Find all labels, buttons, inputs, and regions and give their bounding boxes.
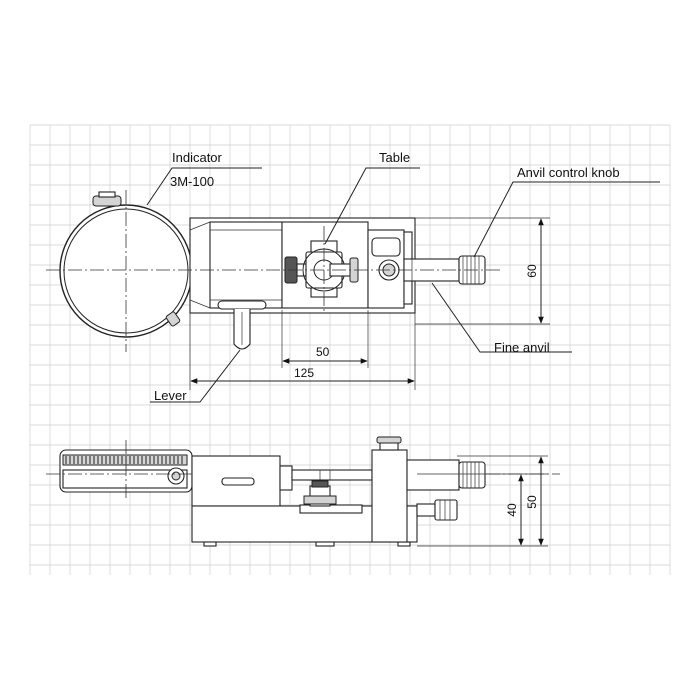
grid-background bbox=[29, 124, 671, 575]
label-anvil-control-knob: Anvil control knob bbox=[517, 165, 620, 180]
label-indicator: Indicator bbox=[172, 150, 223, 165]
dimension-50-vertical: 50 bbox=[525, 495, 539, 509]
label-fine-anvil: Fine anvil bbox=[494, 340, 550, 355]
lever bbox=[233, 309, 251, 350]
dimension-125: 125 bbox=[294, 366, 314, 380]
dimension-40: 40 bbox=[505, 503, 519, 517]
dimension-60: 60 bbox=[525, 264, 539, 278]
dimension-50-horizontal: 50 bbox=[316, 345, 330, 359]
label-table: Table bbox=[379, 150, 410, 165]
top-view bbox=[46, 167, 660, 403]
base-body bbox=[191, 436, 486, 547]
front-view bbox=[46, 436, 560, 547]
main-body bbox=[189, 217, 486, 314]
label-lever: Lever bbox=[154, 388, 187, 403]
label-indicator-model: 3M-100 bbox=[170, 174, 214, 189]
